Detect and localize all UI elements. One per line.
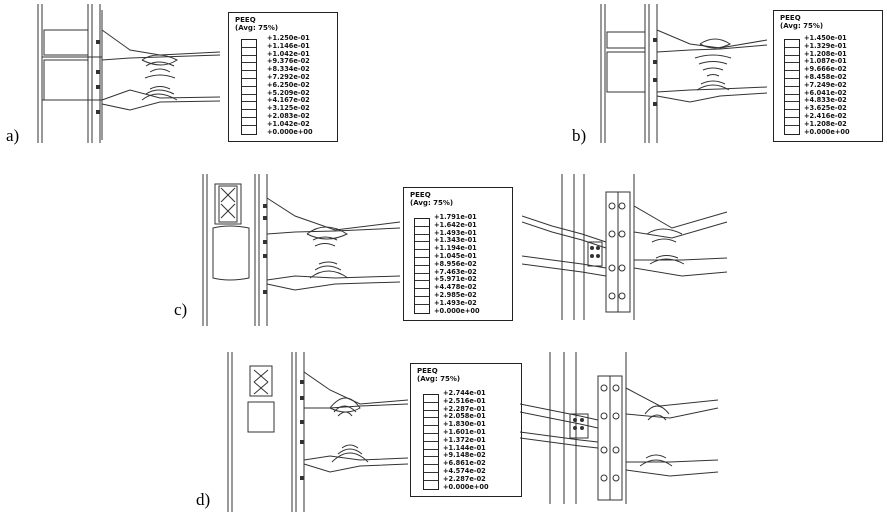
legend-a-value: +1.042e-02 (267, 119, 310, 128)
legend-b-value: +8.458e-02 (804, 72, 847, 81)
panel-label-b: b) (572, 126, 587, 145)
legend-b-value: +4.833e-02 (804, 96, 847, 105)
legend-c-value: +2.985e-02 (434, 290, 477, 299)
legend-c-subtitle: (Avg: 75%) (410, 199, 454, 207)
legend-c-value: +7.463e-02 (434, 267, 477, 276)
legend-c-value: +1.045e-01 (434, 251, 477, 260)
legend-c-title: PEEQ (410, 191, 431, 199)
legend-a-value: +1.250e-01 (267, 34, 310, 42)
legend-b-value: +1.208e-01 (804, 49, 847, 58)
legend-a-value: +1.042e-01 (267, 49, 310, 58)
legend-d-value: +6.861e-02 (443, 459, 486, 468)
legend-a-colorbar (241, 39, 257, 135)
panel-label-a: a) (6, 126, 20, 145)
legend-d-value: +1.830e-01 (443, 420, 486, 429)
legend-b-title: PEEQ (780, 14, 801, 22)
legend-d-title: PEEQ (417, 367, 438, 375)
legend-d-value: +1.601e-01 (443, 427, 486, 436)
legend-d-value: +1.372e-01 (443, 435, 486, 444)
legend-a-value: +2.083e-02 (267, 111, 310, 120)
legend-a-value: +5.209e-02 (267, 88, 310, 97)
legend-d-value: +9.148e-02 (443, 451, 486, 460)
legend-d-value: +2.287e-01 (443, 404, 486, 413)
panel-c-model (202, 174, 401, 326)
legend-a: PEEQ(Avg: 75%) +1.250e-01+1.146e-01+1.04… (228, 12, 338, 142)
legend-b-value: +3.625e-02 (804, 104, 847, 113)
legend-a-value: +3.125e-02 (267, 104, 310, 113)
legend-a-title: PEEQ (235, 16, 256, 24)
legend-d-value: +2.058e-01 (443, 412, 486, 421)
legend-d-value: +0.000e+00 (443, 482, 489, 491)
legend-a-value: +7.292e-02 (267, 72, 310, 81)
legend-c-value: +1.642e-01 (434, 220, 477, 229)
legend-b: PEEQ(Avg: 75%) +1.450e-01+1.329e-01+1.20… (773, 10, 883, 142)
legend-a-value: +9.376e-02 (267, 57, 310, 66)
legend-c-value: +1.493e-01 (434, 228, 477, 237)
legend-b-value: +1.329e-01 (804, 41, 847, 50)
legend-c-value: +5.971e-02 (434, 275, 477, 284)
legend-a-value: +6.250e-02 (267, 80, 310, 89)
legend-a-subtitle: (Avg: 75%) (235, 24, 279, 32)
legend-b-value: +1.450e-01 (804, 34, 847, 42)
legend-c-value: +1.791e-01 (434, 213, 477, 221)
legend-a-value: +1.146e-01 (267, 41, 310, 50)
legend-c-value: +1.194e-01 (434, 244, 477, 253)
panel-d-model (227, 352, 409, 512)
panel-a-model (37, 4, 221, 143)
panel-label-c: c) (174, 300, 188, 319)
legend-b-value: +2.416e-02 (804, 111, 847, 120)
legend-b-subtitle: (Avg: 75%) (780, 22, 824, 30)
legend-a-value: +8.334e-02 (267, 65, 310, 74)
legend-b-value: +1.208e-02 (804, 119, 847, 128)
legend-b-value: +9.666e-02 (804, 65, 847, 74)
legend-c-value: +0.000e+00 (434, 306, 480, 315)
legend-c-value: +1.493e-02 (434, 298, 477, 307)
legend-b-value: +7.249e-02 (804, 80, 847, 89)
legend-d-colorbar (423, 394, 439, 490)
legend-d-value: +1.144e-01 (443, 443, 486, 452)
legend-b-value: +0.000e+00 (804, 127, 850, 136)
legend-b-value: +6.041e-02 (804, 88, 847, 97)
panel-d-perspective-view (520, 352, 719, 504)
legend-c-colorbar (414, 218, 430, 314)
legend-b-colorbar (784, 39, 800, 135)
legend-d-value: +2.287e-02 (443, 474, 486, 483)
legend-d-value: +2.516e-01 (443, 396, 486, 405)
panel-label-d: d) (196, 490, 211, 509)
legend-b-value: +1.087e-01 (804, 57, 847, 66)
legend-d-value: +2.744e-01 (443, 389, 486, 397)
legend-d-subtitle: (Avg: 75%) (417, 375, 461, 383)
panel-c-perspective-view (522, 174, 728, 320)
legend-c-value: +8.956e-02 (434, 259, 477, 268)
legend-c-value: +4.478e-02 (434, 283, 477, 292)
legend-a-value: +4.167e-02 (267, 96, 310, 105)
panel-b-model (600, 4, 768, 143)
legend-a-value: +0.000e+00 (267, 127, 313, 136)
legend-c-value: +1.343e-01 (434, 236, 477, 245)
legend-c: PEEQ(Avg: 75%) +1.791e-01+1.642e-01+1.49… (403, 187, 513, 321)
legend-d-value: +4.574e-02 (443, 466, 486, 475)
legend-d: PEEQ(Avg: 75%) +2.744e-01+2.516e-01+2.28… (410, 363, 522, 497)
